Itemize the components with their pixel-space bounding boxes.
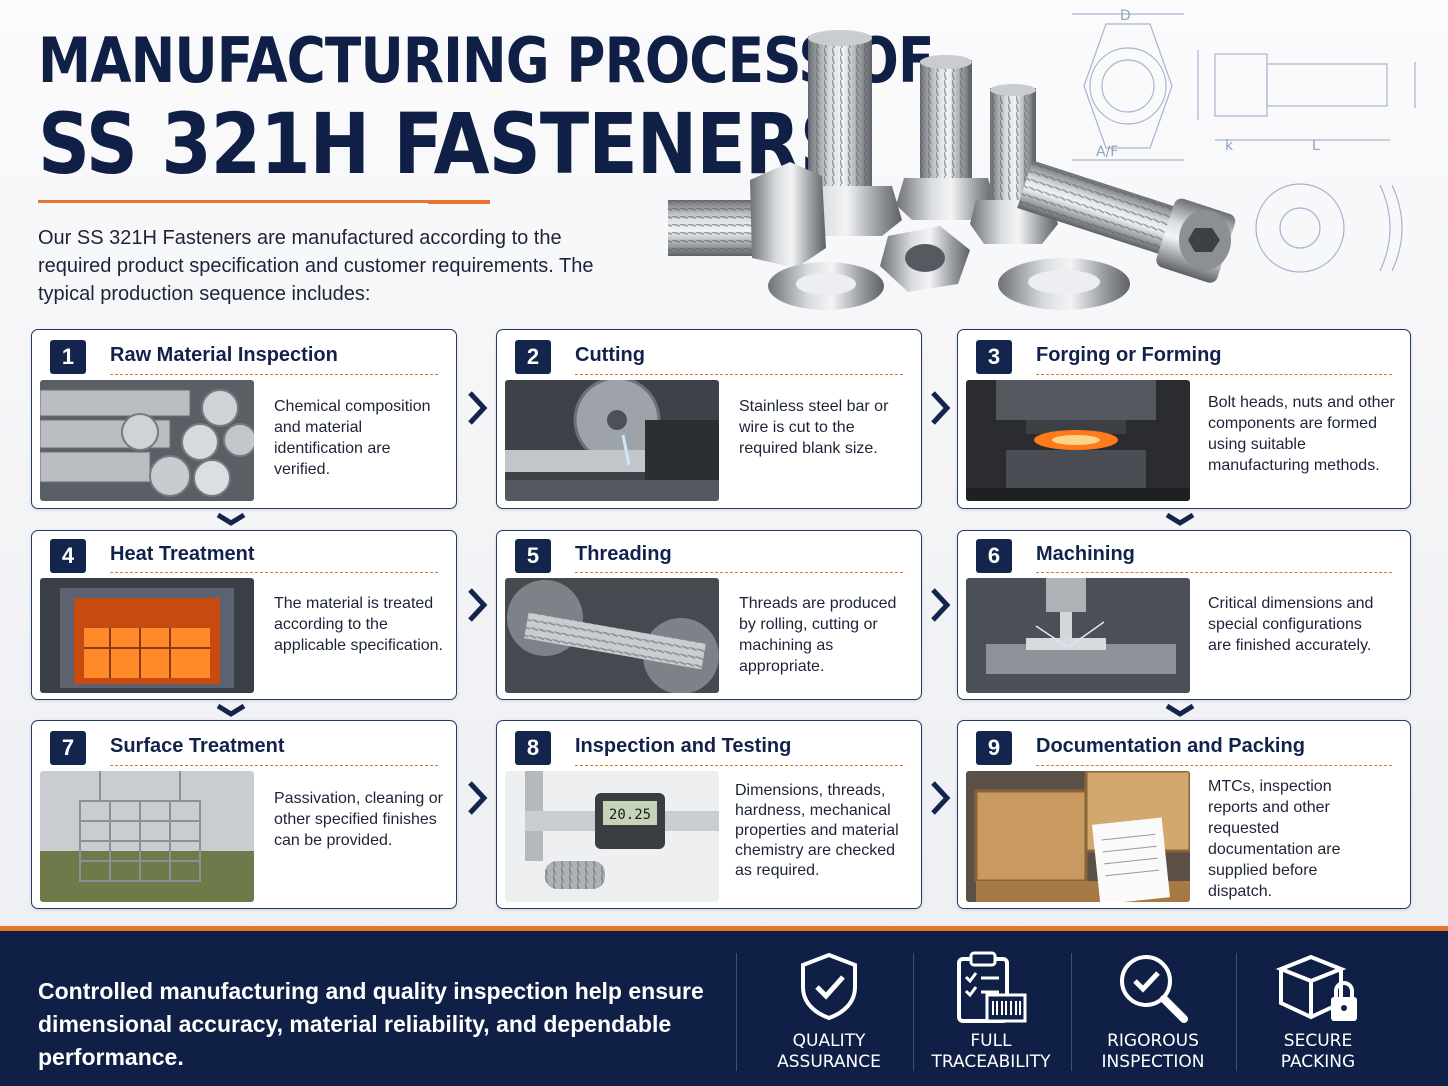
step-title: Heat Treatment <box>110 543 255 565</box>
chevron-right-icon <box>931 588 951 622</box>
forging-photo <box>966 380 1190 501</box>
intro-text: Our SS 321H Fasteners are manufactured a… <box>38 227 594 305</box>
step-card-3: 3 Forging or Forming Bolt heads, nuts an… <box>957 329 1411 509</box>
step-description: Passivation, cleaning or other specified… <box>274 790 443 849</box>
chevron-right-icon <box>931 781 951 815</box>
step-number: 3 <box>976 340 1012 374</box>
step-card-4: 4 Heat Treatment The material is treated… <box>31 530 457 700</box>
dim-af-label: A/F <box>1096 144 1118 160</box>
page-title: MANUFACTURING PROCESS OF SS 321H FASTENE… <box>38 24 1079 193</box>
step-divider <box>110 374 438 375</box>
chevron-right-icon <box>468 588 488 622</box>
feature-line-2: PACKING <box>1280 1052 1356 1072</box>
threading-photo <box>505 578 719 693</box>
title-line-1: MANUFACTURING PROCESS OF <box>38 24 934 97</box>
surface-treatment-photo <box>40 771 254 902</box>
feature-line-2: INSPECTION <box>1101 1052 1205 1072</box>
step-title: Inspection and Testing <box>575 735 792 757</box>
step-description: Critical dimensions and special configur… <box>1208 595 1374 654</box>
caliper-photo: 20.25 <box>505 771 719 902</box>
footer-divider <box>736 953 737 1071</box>
chevron-right-icon <box>468 781 488 815</box>
step-description: MTCs, inspection reports and other reque… <box>1208 778 1341 900</box>
step-number: 7 <box>50 731 86 765</box>
feature-line-1: SECURE <box>1283 1031 1353 1051</box>
feature-line-1: QUALITY <box>792 1031 866 1051</box>
step-divider <box>1036 765 1392 766</box>
step-divider <box>575 374 903 375</box>
title-line-2: SS 321H FASTENERS <box>38 95 852 193</box>
packing-photo <box>966 771 1190 902</box>
step-number: 6 <box>976 539 1012 573</box>
box-lock-icon <box>1275 954 1357 1021</box>
footer-band: Controlled manufacturing and quality ins… <box>0 926 1448 1086</box>
step-card-9: 9 Documentation and Packing MTCs, inspec… <box>957 720 1411 909</box>
caliper-reading: 20.25 <box>609 807 651 823</box>
step-title: Raw Material Inspection <box>110 344 338 366</box>
step-description: Dimensions, threads, hardness, mechanica… <box>735 782 899 879</box>
dim-l-label: L <box>1312 138 1320 154</box>
title-underline-accent <box>428 200 490 204</box>
step-title: Forging or Forming <box>1036 344 1222 366</box>
chevron-down-icon <box>216 512 246 526</box>
chevron-down-icon <box>1165 703 1195 717</box>
cutting-photo <box>505 380 719 501</box>
step-divider <box>575 572 903 573</box>
step-number: 1 <box>50 340 86 374</box>
step-card-5: 5 Threading Threads are produced by roll… <box>496 530 922 700</box>
step-divider <box>110 765 438 766</box>
step-title: Machining <box>1036 543 1135 565</box>
footer-divider <box>913 953 914 1071</box>
machining-photo <box>966 578 1190 693</box>
feature-line-1: FULL <box>970 1031 1012 1051</box>
clipboard-barcode-icon <box>957 951 1027 1023</box>
footer-divider <box>1071 953 1072 1071</box>
dim-d-label: D <box>1120 8 1131 24</box>
step-description: Chemical composition and material identi… <box>274 398 431 478</box>
hero-fasteners-image: D A/F k L <box>668 8 1416 310</box>
step-description: Bolt heads, nuts and other components ar… <box>1208 394 1395 474</box>
step-card-6: 6 Machining Critical dimensions and spec… <box>957 530 1411 700</box>
chevron-right-icon <box>931 391 951 425</box>
step-description: The material is treated according to the… <box>274 595 443 654</box>
feature-line-2: TRACEABILITY <box>931 1052 1051 1072</box>
step-divider <box>1036 374 1392 375</box>
step-card-1: 1 Raw Material Inspection Chemical compo… <box>31 329 457 509</box>
step-number: 9 <box>976 731 1012 765</box>
title-underline <box>38 200 430 203</box>
step-number: 2 <box>515 340 551 374</box>
step-divider <box>1036 572 1392 573</box>
chevron-down-icon <box>216 703 246 717</box>
step-description: Stainless steel bar or wire is cut to th… <box>739 398 889 457</box>
feature-line-2: ASSURANCE <box>777 1052 881 1072</box>
raw-material-photo <box>40 380 254 501</box>
step-card-7: 7 Surface Treatment Passivation, cleanin… <box>31 720 457 909</box>
step-number: 5 <box>515 539 551 573</box>
feature-line-1: RIGOROUS <box>1107 1031 1199 1051</box>
step-number: 8 <box>515 731 551 765</box>
step-card-8: 8 Inspection and Testing 20.25 Dimension… <box>496 720 922 909</box>
step-card-2: 2 Cutting Stainless steel bar or wire is… <box>496 329 922 509</box>
chevron-right-icon <box>468 391 488 425</box>
step-number: 4 <box>50 539 86 573</box>
step-title: Cutting <box>575 344 645 366</box>
heat-treatment-photo <box>40 578 254 693</box>
footer-statement: Controlled manufacturing and quality ins… <box>38 978 704 1070</box>
footer-divider <box>1236 953 1237 1071</box>
shield-check-icon <box>801 952 857 1021</box>
magnifier-check-icon <box>1120 955 1188 1023</box>
step-divider <box>575 765 903 766</box>
step-title: Surface Treatment <box>110 735 285 757</box>
step-divider <box>110 572 438 573</box>
chevron-down-icon <box>1165 512 1195 526</box>
step-description: Threads are produced by rolling, cutting… <box>739 595 897 675</box>
step-title: Documentation and Packing <box>1036 735 1305 757</box>
step-title: Threading <box>575 543 672 565</box>
dim-k-label: k <box>1225 138 1234 154</box>
